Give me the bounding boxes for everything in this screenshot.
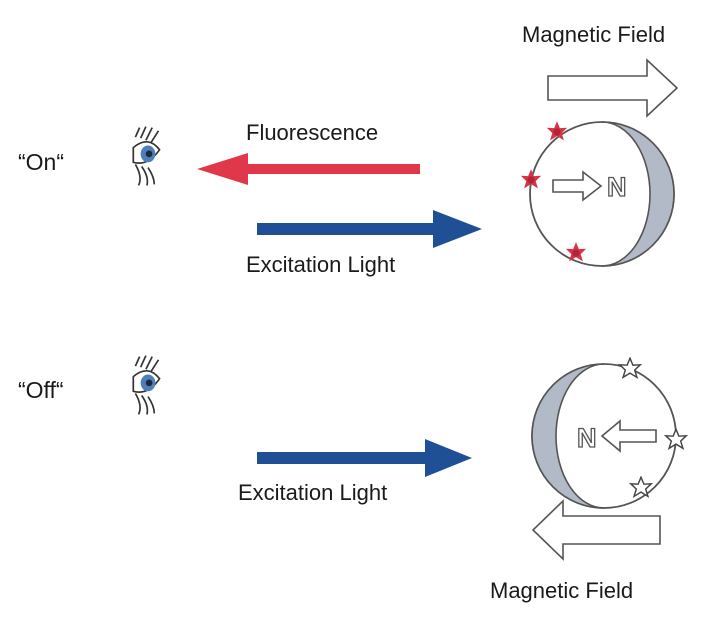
particle-on: N — [520, 121, 675, 267]
eye-icon — [132, 125, 161, 187]
magnet-pole-label-bottom: N — [577, 423, 597, 453]
magnetic-field-arrow-right — [547, 58, 679, 118]
magnet-arrow-right — [552, 170, 603, 202]
excitation-arrow-top — [257, 210, 482, 248]
top-panel: “On“ Magnetic Field Fluorescence Excitat… — [18, 22, 679, 277]
shaded-hemisphere-left — [531, 363, 605, 509]
state-label-off: “Off“ — [18, 377, 64, 403]
state-label-on: “On“ — [18, 149, 64, 175]
fluorescence-arrow — [197, 153, 420, 185]
shaded-hemisphere-right — [601, 121, 675, 267]
fluorescence-label: Fluorescence — [246, 120, 378, 145]
excitation-label-top: Excitation Light — [246, 252, 395, 277]
excitation-arrow-bottom — [257, 439, 472, 477]
bottom-panel: “Off“ Excitation Light N Magnetic Field — [18, 354, 687, 603]
magnetic-field-label-bottom: Magnetic Field — [490, 578, 633, 603]
magnetic-field-arrow-left — [531, 499, 661, 561]
excitation-label-bottom: Excitation Light — [238, 480, 387, 505]
magnet-arrow-left — [600, 419, 657, 453]
particle-off: N — [531, 357, 687, 509]
magnetic-field-label-top: Magnetic Field — [522, 22, 665, 47]
magnet-pole-label-top: N — [607, 172, 627, 202]
eye-icon — [132, 354, 161, 416]
